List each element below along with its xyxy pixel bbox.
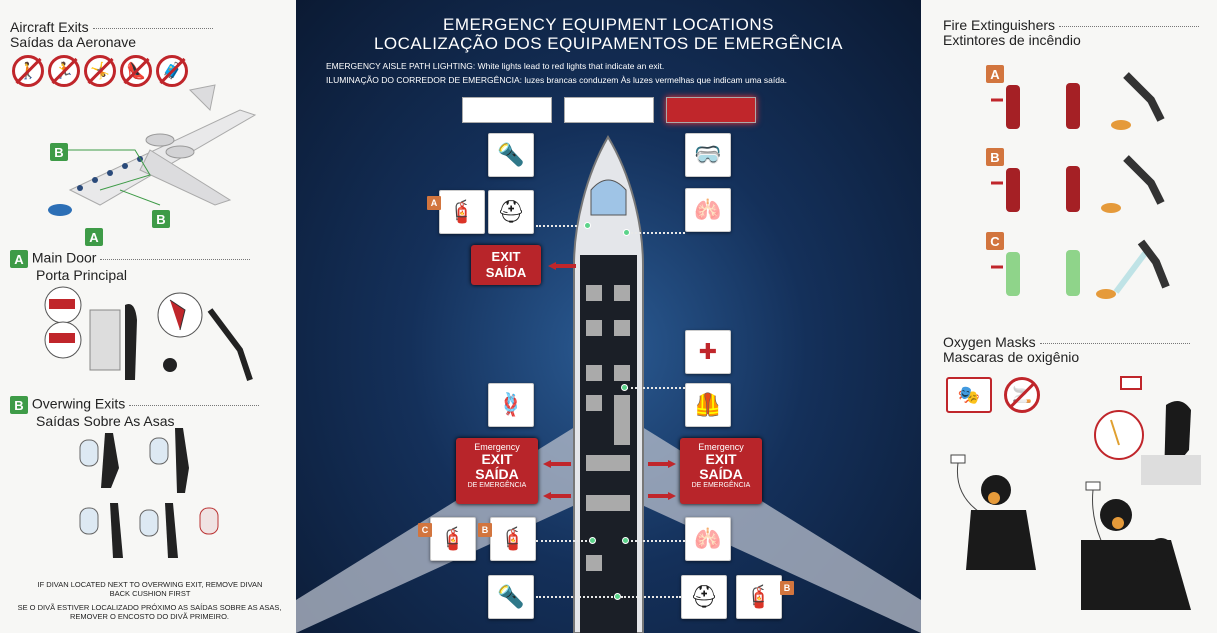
first-aid-kit-icon: ✚ — [698, 339, 718, 364]
extinguisher-card-c: 🧯 — [430, 517, 476, 561]
main-door-illustration — [44, 286, 253, 381]
life-vest-icon: 🦺 — [694, 392, 722, 417]
smoke-hood-icon: ⛑ — [497, 199, 525, 224]
connector-2 — [628, 232, 685, 234]
fire-extinguisher-c-icon: 🧯 — [439, 526, 467, 551]
connector-6 — [536, 540, 591, 542]
left-exit-arrow-2 — [543, 492, 571, 500]
connector-5 — [621, 596, 681, 598]
extinguisher-row-a: A — [986, 65, 1186, 135]
flashlight-card-2: 🔦 — [488, 575, 534, 619]
overwing-badge: B — [10, 396, 28, 414]
smoke-hood-card-2: ⛑ — [681, 575, 727, 619]
fire-extinguisher-b2-icon: 🧯 — [745, 584, 773, 609]
aircraft-fuselage — [573, 135, 644, 633]
location-dot-1 — [584, 222, 591, 229]
extinguisher-row-b: B — [986, 148, 1186, 218]
card-badge-c: C — [418, 523, 432, 537]
row-c-illustration — [991, 239, 1170, 299]
left-panel: Aircraft Exits Saídas da Aeronave 🚶 🏃 🤸 … — [0, 0, 296, 633]
fire-extinguisher-b-icon: 🧯 — [499, 526, 527, 551]
no-smoking-icon: 🚬 — [1004, 377, 1040, 413]
center-title-en: EMERGENCY EQUIPMENT LOCATIONS — [443, 15, 774, 34]
map-exit-b-badge-1: B — [50, 143, 68, 161]
flashlight-icon: 🔦 — [497, 142, 525, 167]
prohibited-items-row: 🚶 🏃 🤸 👠 🧳 — [12, 55, 188, 87]
front-exit-arrow — [548, 262, 576, 270]
flashlight-card: 🔦 — [488, 133, 534, 177]
right-panel: Fire Extinguishers Extintores de incêndi… — [921, 0, 1217, 633]
row-a-illustration — [991, 72, 1165, 130]
no-luggage-icon: 🧳 — [156, 55, 188, 87]
right-exit-arrow-1 — [648, 460, 676, 468]
fire-extinguishers-title: Fire Extinguishers Extintores de incêndi… — [943, 18, 1200, 48]
main-door-badge: A — [10, 250, 28, 268]
goggles-icon: 🥽 — [694, 142, 722, 167]
no-running-icon: 🏃 — [48, 55, 80, 87]
extinguisher-card-b2: 🧯 — [736, 575, 782, 619]
red-light-swatch — [666, 97, 756, 123]
connector-3 — [626, 387, 685, 389]
right-exit-arrow-2 — [648, 492, 676, 500]
smoke-hood-2-icon: ⛑ — [690, 584, 718, 609]
row-b-illustration — [991, 155, 1165, 213]
row-c-badge: C — [986, 232, 1004, 250]
no-smoking-icon: 🚶 — [12, 55, 44, 87]
oxygen-mask-assist-illustration — [950, 454, 1191, 610]
aircraft-exit-diagram — [48, 84, 257, 216]
aisle-lighting-pt: ILUMINAÇÃO DO CORREDOR DE EMERGÊNCIA: lu… — [326, 75, 788, 85]
no-heels-icon: 👠 — [120, 55, 152, 87]
map-exit-b-badge-2: B — [152, 210, 170, 228]
portable-oxygen-card: 🫁 — [685, 188, 731, 232]
first-aid-card: ✚ — [685, 330, 731, 374]
aircraft-exits-title: Aircraft Exits Saídas da Aeronave — [10, 20, 213, 50]
center-panel: EMERGENCY EQUIPMENT LOCATIONS LOCALIZAÇÃ… — [296, 0, 921, 633]
oxygen-masks-title: Oxygen Masks Mascaras de oxigênio — [943, 335, 1190, 365]
connector-7 — [626, 540, 685, 542]
location-dot-2 — [623, 229, 630, 236]
card-badge-b-right: B — [780, 581, 794, 595]
location-dot-4 — [589, 537, 596, 544]
flashlight-2-icon: 🔦 — [497, 584, 525, 609]
no-jumping-icon: 🤸 — [84, 55, 116, 87]
divan-note-en: IF DIVAN LOCATED NEXT TO OVERWING EXIT, … — [37, 580, 263, 598]
row-a-badge: A — [986, 65, 1004, 83]
extinguisher-card-a: 🧯 — [439, 190, 485, 234]
connector-1 — [536, 225, 584, 227]
overwing-title: B Overwing Exits Saídas Sobre As Asas — [10, 396, 260, 429]
location-dot-3 — [621, 384, 628, 391]
location-dot-6 — [614, 593, 621, 600]
overwing-illustration — [79, 428, 219, 558]
smoke-hood-card: ⛑ — [488, 190, 534, 234]
left-exit-arrow-1 — [543, 460, 571, 468]
white-light-swatch-1 — [462, 97, 552, 123]
connector-4 — [536, 596, 616, 598]
card-badge-a: A — [427, 196, 441, 210]
escape-rope-card: 🪢 — [488, 383, 534, 427]
oxygen-bottle-2-icon: 🫁 — [694, 526, 722, 551]
extinguisher-row-c: C — [986, 232, 1186, 302]
main-door-title: A Main Door Porta Principal — [10, 250, 251, 283]
oxygen-bottle-icon: 🫁 — [694, 197, 722, 222]
card-badge-b-left: B — [478, 523, 492, 537]
aisle-lighting-en: EMERGENCY AISLE PATH LIGHTING: White lig… — [326, 61, 665, 71]
location-dot-5 — [622, 537, 629, 544]
life-vest-card: 🦺 — [685, 383, 731, 427]
center-title-pt: LOCALIZAÇÃO DOS EQUIPAMENTOS DE EMERGÊNC… — [373, 34, 844, 53]
extinguisher-card-b: 🧯 — [490, 517, 536, 561]
fire-extinguisher-icon: 🧯 — [448, 199, 476, 224]
mask-drop-icon: 🎭 — [946, 377, 992, 413]
escape-rope-icon: 🪢 — [497, 392, 525, 417]
oxygen-mask-don-illustration — [1094, 376, 1201, 485]
smoke-goggles-card: 🥽 — [685, 133, 731, 177]
right-emergency-exit-sign: Emergency EXIT SAÍDA DE EMERGÊNCIA — [680, 438, 762, 504]
left-emergency-exit-sign: Emergency EXIT SAÍDA DE EMERGÊNCIA — [456, 438, 538, 504]
portable-oxygen-card-2: 🫁 — [685, 517, 731, 561]
map-exit-a-badge: A — [85, 228, 103, 246]
divan-note-pt: SE O DIVÃ ESTIVER LOCALIZADO PRÓXIMO AS … — [17, 603, 282, 621]
row-b-badge: B — [986, 148, 1004, 166]
white-light-swatch-2 — [564, 97, 654, 123]
